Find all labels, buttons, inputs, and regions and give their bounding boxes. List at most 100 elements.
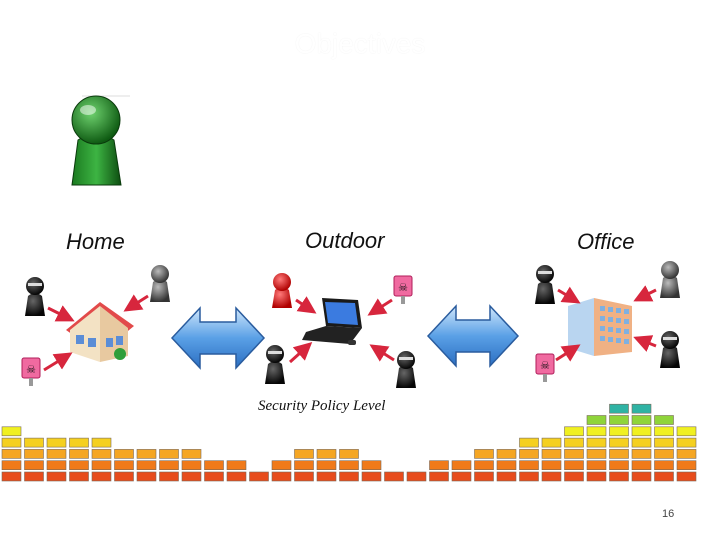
level-segment xyxy=(676,471,697,482)
home-scene: ☠ xyxy=(21,265,170,386)
label-office: Office xyxy=(577,229,635,254)
level-column xyxy=(249,471,269,482)
level-column xyxy=(114,449,134,482)
level-segment xyxy=(676,426,697,437)
level-segment xyxy=(69,449,89,459)
level-segment xyxy=(339,460,359,471)
level-column xyxy=(451,460,472,482)
office-building-icon xyxy=(568,298,632,356)
level-segment xyxy=(451,471,472,482)
level-segment xyxy=(586,415,607,425)
level-segment xyxy=(564,437,584,448)
level-segment xyxy=(316,460,337,471)
level-segment xyxy=(654,471,674,482)
level-column xyxy=(181,449,202,482)
level-segment xyxy=(586,460,607,471)
level-segment xyxy=(159,449,179,459)
level-segment xyxy=(451,460,472,471)
level-segment xyxy=(339,449,359,459)
svg-text:☠: ☠ xyxy=(398,282,408,294)
level-segment xyxy=(519,460,539,471)
level-segment xyxy=(631,437,652,448)
level-segment xyxy=(91,437,112,448)
level-segment xyxy=(316,471,337,482)
level-segment xyxy=(1,460,22,471)
user-figure-icon xyxy=(71,95,130,186)
level-column xyxy=(204,460,224,482)
level-segment xyxy=(631,426,652,437)
level-segment xyxy=(654,437,674,448)
level-segment xyxy=(46,471,67,482)
ninja-attacker-icon xyxy=(25,277,45,316)
level-segment xyxy=(136,460,157,471)
level-column xyxy=(541,437,562,482)
level-segment xyxy=(1,449,22,459)
level-column xyxy=(91,437,112,482)
level-segment xyxy=(24,471,44,482)
level-segment xyxy=(429,471,449,482)
level-segment xyxy=(271,460,292,471)
level-segment xyxy=(609,415,629,425)
pirate-sign-icon: ☠ xyxy=(21,357,41,386)
level-column xyxy=(226,460,247,482)
level-segment xyxy=(46,449,67,459)
level-segment xyxy=(159,460,179,471)
level-segment xyxy=(316,449,337,459)
level-segment xyxy=(474,471,494,482)
ninja-attacker-icon xyxy=(660,331,680,368)
level-segment xyxy=(586,426,607,437)
level-segment xyxy=(294,460,314,471)
level-segment xyxy=(564,460,584,471)
level-column xyxy=(361,460,382,482)
level-segment xyxy=(46,437,67,448)
level-segment xyxy=(496,460,517,471)
level-segment xyxy=(496,471,517,482)
level-column xyxy=(564,426,584,482)
level-segment xyxy=(676,460,697,471)
level-segment xyxy=(294,471,314,482)
level-segment xyxy=(654,415,674,425)
level-segment xyxy=(159,471,179,482)
level-segment xyxy=(226,471,247,482)
level-segment xyxy=(676,449,697,459)
office-scene: ☠ xyxy=(535,261,680,382)
level-column xyxy=(159,449,179,482)
level-segment xyxy=(474,460,494,471)
level-segment xyxy=(496,449,517,459)
level-segment xyxy=(564,449,584,459)
house-icon xyxy=(66,302,134,362)
level-column xyxy=(631,403,652,482)
level-column xyxy=(136,449,157,482)
level-segment xyxy=(631,415,652,425)
laptop-icon xyxy=(302,298,362,345)
level-segment xyxy=(24,449,44,459)
level-column xyxy=(676,426,697,482)
level-column xyxy=(46,437,67,482)
level-segment xyxy=(654,460,674,471)
level-segment xyxy=(564,471,584,482)
level-segment xyxy=(339,471,359,482)
level-segment xyxy=(654,426,674,437)
ninja-attacker-icon xyxy=(535,265,555,304)
red-user-icon xyxy=(272,273,292,308)
level-column xyxy=(339,449,359,482)
outdoor-scene: ☠ xyxy=(265,273,416,388)
level-segment xyxy=(181,471,202,482)
svg-text:☠: ☠ xyxy=(26,364,36,376)
security-policy-caption: Security Policy Level xyxy=(258,398,386,414)
level-segment xyxy=(24,460,44,471)
double-arrow-icon xyxy=(426,304,520,368)
level-segment xyxy=(271,471,292,482)
level-column xyxy=(519,437,539,482)
level-segment xyxy=(609,460,629,471)
level-segment xyxy=(181,449,202,459)
level-segment xyxy=(654,449,674,459)
level-segment xyxy=(114,449,134,459)
level-segment xyxy=(249,471,269,482)
level-segment xyxy=(384,471,404,482)
level-column xyxy=(316,449,337,482)
gray-user-icon xyxy=(150,265,170,302)
level-segment xyxy=(361,460,382,471)
level-segment xyxy=(361,471,382,482)
